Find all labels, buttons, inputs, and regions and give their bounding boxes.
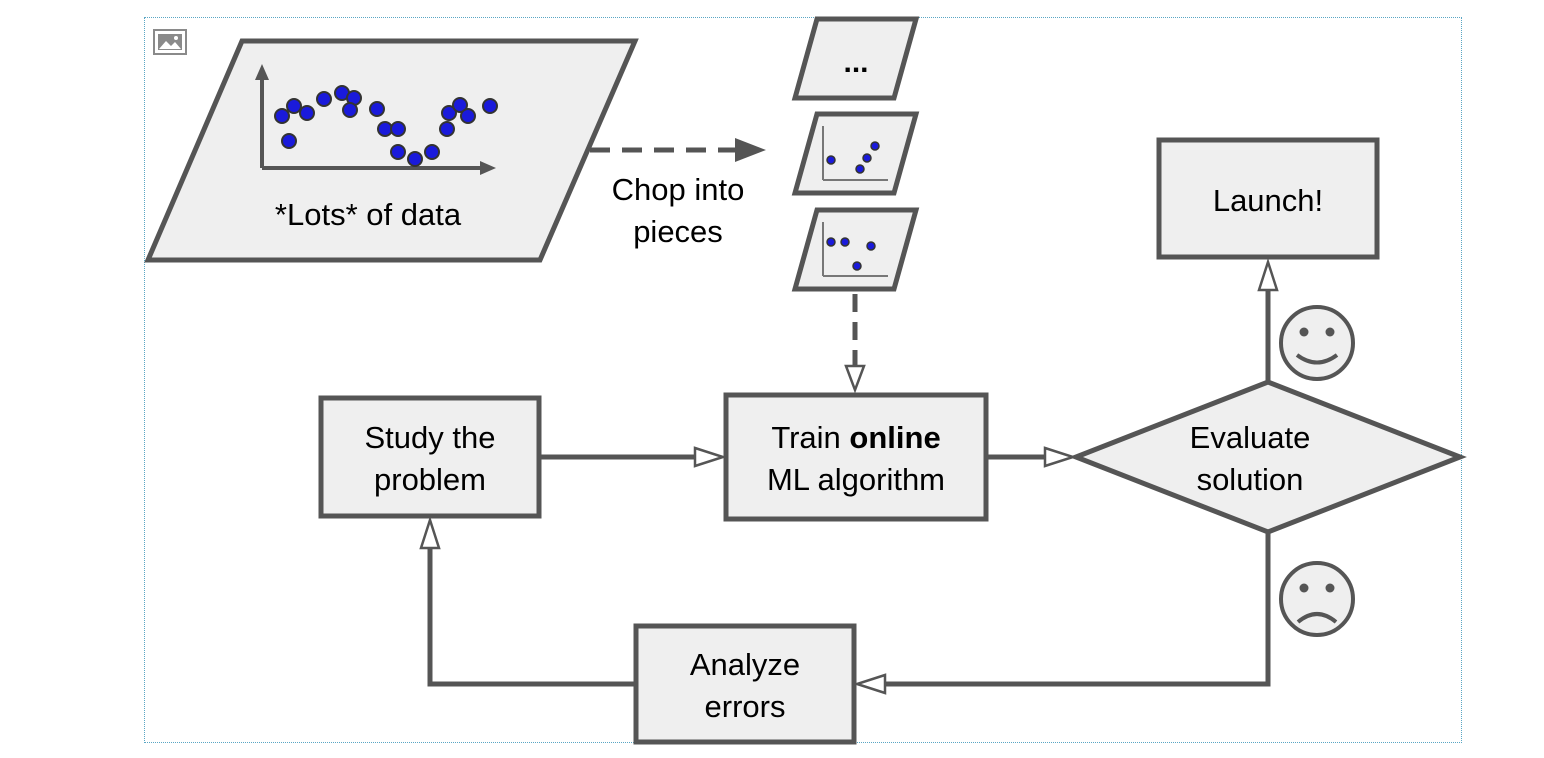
analyze-to-study-arrow <box>427 545 634 687</box>
piece-2 <box>791 111 920 196</box>
data-point <box>281 133 297 149</box>
evaluate-to-analyze-arrow <box>880 532 1271 687</box>
train-label-line2: ML algorithm <box>767 462 945 497</box>
evaluate-diamond: Evaluate solution <box>1069 379 1467 535</box>
data-point <box>407 151 423 167</box>
data-point <box>482 98 498 114</box>
data-point <box>342 102 358 118</box>
launch-box: Launch! <box>1156 137 1380 260</box>
data-point <box>452 97 468 113</box>
study-label-line1: Study the <box>365 420 496 455</box>
data-parallelogram: *Lots* of data <box>144 38 639 263</box>
study-box: Study the problem <box>318 395 542 519</box>
data-point <box>390 144 406 160</box>
train-bold-text: online <box>849 420 940 455</box>
data-points <box>274 85 498 167</box>
evaluate-label-line2: solution <box>1197 462 1304 497</box>
data-point <box>274 108 290 124</box>
data-point <box>424 144 440 160</box>
study-label-line2: problem <box>374 462 486 497</box>
data-point <box>377 121 393 137</box>
data-point <box>441 105 457 121</box>
sad-face-icon <box>1279 561 1355 637</box>
piece-ellipsis: ... <box>791 16 920 101</box>
data-point <box>316 91 332 107</box>
chop-label-line1: Chop into <box>612 172 745 207</box>
analyze-label-line2: errors <box>705 689 786 724</box>
data-point <box>369 101 385 117</box>
image-placeholder-icon <box>153 29 187 55</box>
analyze-box: Analyze errors <box>633 623 857 745</box>
train-label-line1: Train online <box>771 420 940 455</box>
data-point <box>390 121 406 137</box>
train-normal-text: Train <box>771 420 849 455</box>
piece-3 <box>791 207 920 292</box>
happy-face-icon <box>1279 305 1355 381</box>
data-label: *Lots* of data <box>275 197 462 232</box>
analyze-label-line1: Analyze <box>690 647 800 682</box>
data-point <box>299 105 315 121</box>
data-point <box>286 98 302 114</box>
data-point <box>439 121 455 137</box>
evaluate-label-line1: Evaluate <box>1190 420 1311 455</box>
data-point <box>460 108 476 124</box>
train-box: Train online ML algorithm <box>723 392 989 522</box>
launch-label: Launch! <box>1213 183 1323 218</box>
ellipsis-label: ... <box>843 46 868 79</box>
chop-label-line2: pieces <box>633 214 723 249</box>
